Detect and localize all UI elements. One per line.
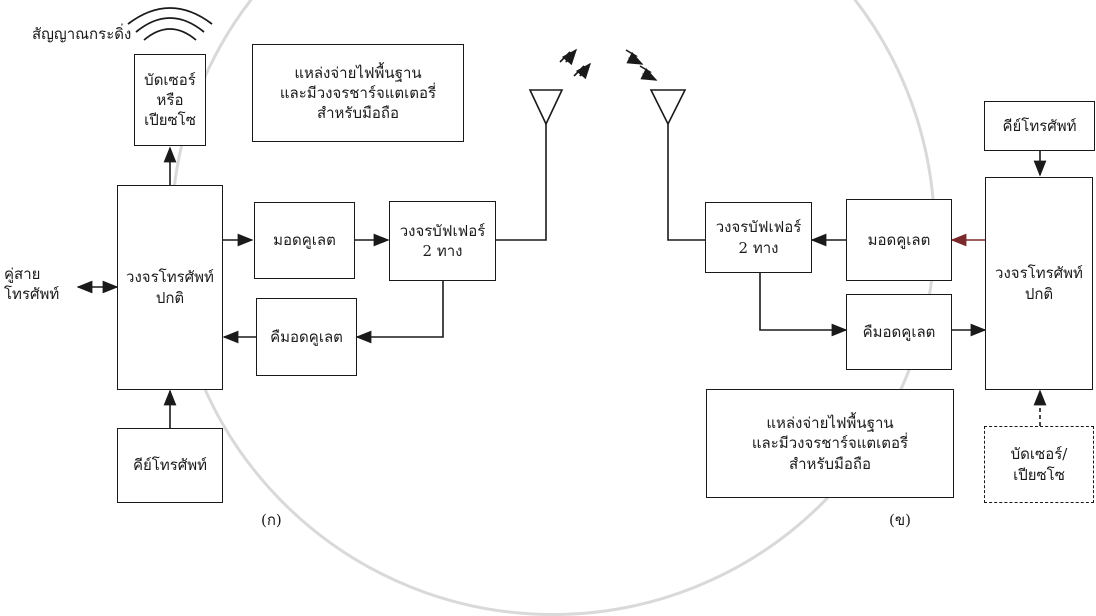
caption-b: (ข): [889, 511, 911, 529]
modulator-box: มอดคูเลต: [254, 202, 355, 279]
phone-circuit-box-b: วงจรโทรศัพท์ ปกติ: [985, 177, 1093, 390]
demodulator-box-b: คืมอดคูเลต: [846, 294, 952, 370]
line-pair-label: คู่สาย โทรศัพท์: [4, 265, 60, 304]
buzzer-box-b: บัดเซอร์/ เปียซโซ: [984, 426, 1094, 503]
connection-lines: [76, 7, 1047, 428]
modulator-box-b: มอดคูเลต: [846, 199, 952, 281]
keypad-box-b: คีย์โทรศัพท์: [984, 101, 1095, 151]
antenna-icon: [649, 89, 705, 241]
power-supply-box: แหล่งจ่ายไฟพื้นฐาน และมีวงจรชาร์จแตเตอรี…: [252, 44, 464, 142]
phone-circuit-box: วงจรโทรศัพท์ ปกติ: [117, 185, 223, 390]
keypad-box: คีย์โทรศัพท์: [117, 428, 223, 503]
ring-signal-label: สัญญาณกระดิ่ง: [32, 25, 132, 43]
buffer-box-b: วงจรบัฟเฟอร์ 2 ทาง: [705, 202, 812, 273]
caption-a: (ก): [261, 511, 282, 529]
power-supply-box-b: แหล่งจ่ายไฟพื้นฐาน และมีวงจรชาร์จแตเตอรี…: [706, 389, 954, 498]
rf-wave-icon: [559, 48, 592, 80]
buffer-box: วงจรบัฟเฟอร์ 2 ทาง: [389, 201, 496, 281]
rf-wave-icon: [625, 49, 658, 81]
arrow-to-demodulator: [355, 281, 444, 344]
arrow-to-demodulator-b: [759, 273, 848, 337]
antenna-icon: [496, 89, 564, 241]
ring-signal-icon: [127, 7, 213, 41]
demodulator-box: คืมอดคูเลต: [256, 298, 357, 376]
diagram-canvas: สัญญาณกระดิ่ง บัดเซอร์ หรือ เปียซโซ แหล่…: [4, 0, 1095, 616]
buzzer-box: บัดเซอร์ หรือ เปียซโซ: [134, 54, 206, 146]
